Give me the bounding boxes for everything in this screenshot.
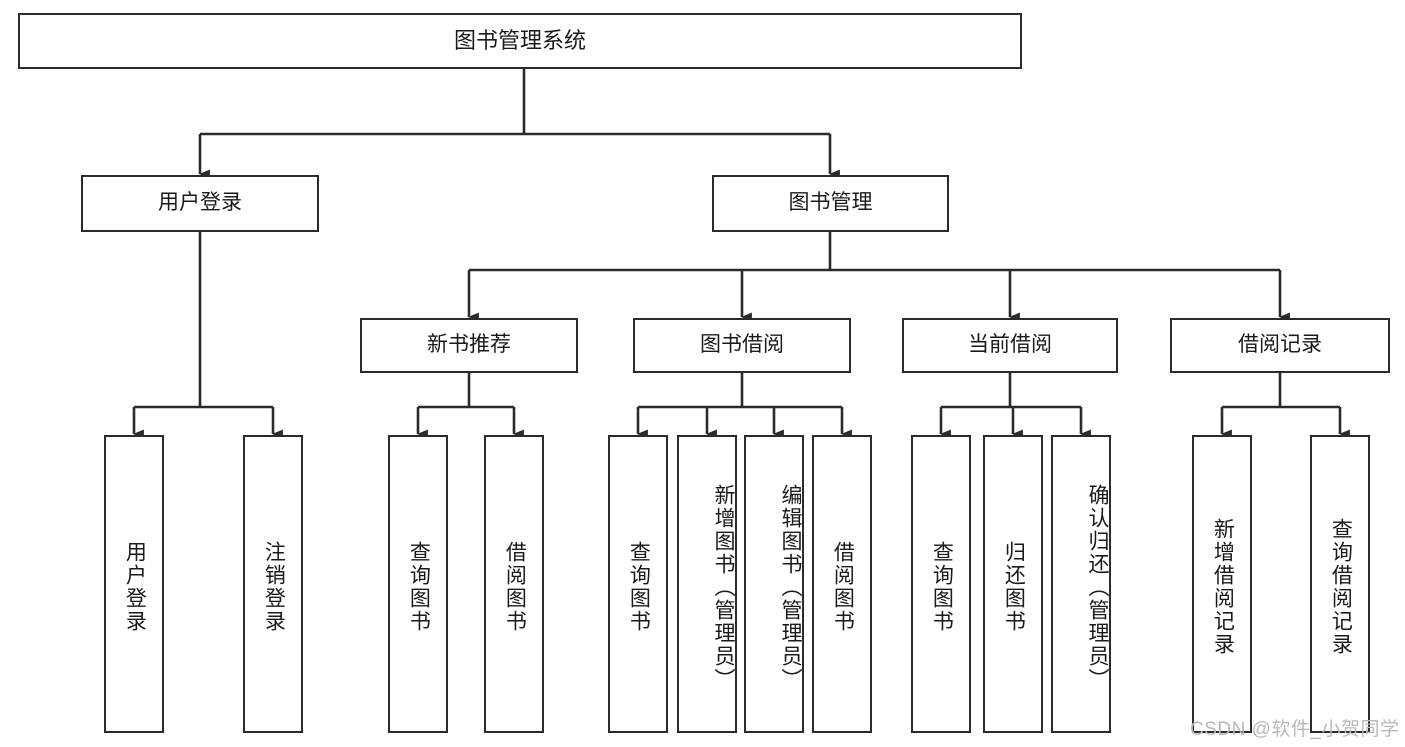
watermark-label: CSDN @软件_小贺同学 [1190, 719, 1400, 740]
node-leaf-新增图书管理员-5[interactable]: 新增图书（管理员） [677, 435, 737, 733]
node-label: 查询借阅记录 [1329, 518, 1353, 656]
node-label: 查询图书 [930, 541, 954, 633]
node-leaf-借阅图书-3[interactable]: 借阅图书 [484, 435, 544, 733]
node-label: 归还图书 [1002, 541, 1026, 633]
node-label: 用户登录 [123, 541, 147, 633]
node-label: 图书管理 [788, 191, 873, 215]
node-level3-图书借阅-1[interactable]: 图书借阅 [633, 318, 851, 373]
node-label: 编辑图书（管理员） [779, 483, 802, 691]
node-leaf-查询借阅记录-12[interactable]: 查询借阅记录 [1310, 435, 1370, 733]
node-label: 当前借阅 [968, 333, 1052, 357]
node-label: 借阅图书 [831, 541, 855, 633]
node-label: 查询图书 [627, 541, 651, 633]
node-leaf-确认归还管理员-10[interactable]: 确认归还（管理员） [1051, 435, 1111, 733]
node-leaf-查询图书-8[interactable]: 查询图书 [911, 435, 971, 733]
node-leaf-新增借阅记录-11[interactable]: 新增借阅记录 [1192, 435, 1252, 733]
node-label: 借阅图书 [503, 541, 527, 633]
node-leaf-注销登录-1[interactable]: 注销登录 [243, 435, 303, 733]
node-root-图书管理系统[interactable]: 图书管理系统 [18, 13, 1022, 69]
node-leaf-查询图书-4[interactable]: 查询图书 [608, 435, 668, 733]
node-leaf-编辑图书管理员-6[interactable]: 编辑图书（管理员） [744, 435, 804, 733]
node-leaf-用户登录-0[interactable]: 用户登录 [104, 435, 164, 733]
node-leaf-查询图书-2[interactable]: 查询图书 [388, 435, 448, 733]
node-label: 新增图书（管理员） [712, 483, 735, 691]
node-level3-新书推荐-0[interactable]: 新书推荐 [360, 318, 578, 373]
node-label: 查询图书 [407, 541, 431, 633]
node-label: 注销登录 [262, 541, 286, 633]
node-level2-图书管理-1[interactable]: 图书管理 [712, 175, 949, 232]
node-label: 借阅记录 [1238, 333, 1322, 357]
node-leaf-借阅图书-7[interactable]: 借阅图书 [812, 435, 872, 733]
node-leaf-归还图书-9[interactable]: 归还图书 [983, 435, 1043, 733]
node-label: 图书借阅 [700, 333, 784, 357]
node-label: 图书管理系统 [453, 28, 586, 54]
node-level3-借阅记录-3[interactable]: 借阅记录 [1170, 318, 1390, 373]
node-level3-当前借阅-2[interactable]: 当前借阅 [902, 318, 1118, 373]
node-label: 确认归还（管理员） [1086, 483, 1109, 691]
node-label: 新书推荐 [427, 333, 511, 357]
node-level2-用户登录-0[interactable]: 用户登录 [81, 175, 319, 232]
node-label: 用户登录 [158, 191, 242, 215]
node-label: 新增借阅记录 [1211, 518, 1235, 656]
